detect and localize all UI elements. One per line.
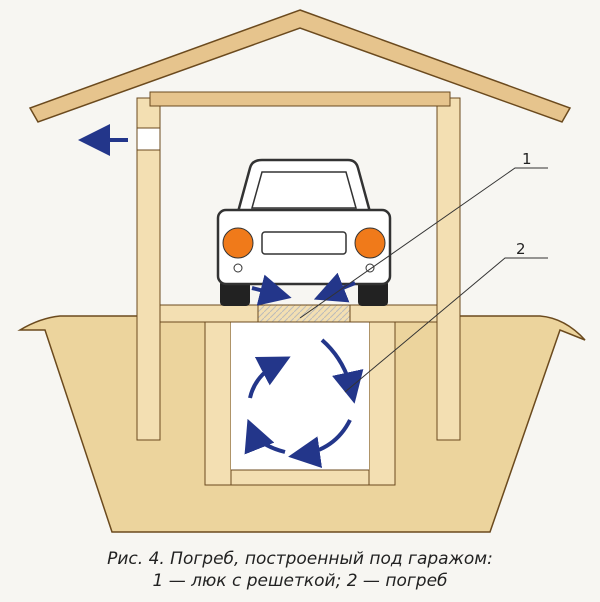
leader-line-1 [299, 167, 548, 319]
airflow-arrows [78, 124, 364, 469]
car [216, 158, 392, 306]
headlight-left [222, 227, 254, 259]
post-right [436, 97, 461, 441]
hatch-grate [257, 304, 351, 323]
label-1: 1 [522, 150, 532, 168]
roof [28, 9, 572, 123]
cellar-wall-left [204, 319, 232, 486]
post-left [136, 97, 161, 441]
leader-line-2 [344, 257, 548, 393]
cellar-wall-right [368, 319, 396, 486]
headlight-right [354, 227, 386, 259]
caption-line-2: 1 — люк с решеткой; 2 — погреб [152, 571, 448, 591]
caption-line-1: Рис. 4. Погреб, построенный под гаражом: [107, 549, 493, 569]
label-2: 2 [516, 240, 526, 258]
cellar-floor [230, 469, 370, 486]
